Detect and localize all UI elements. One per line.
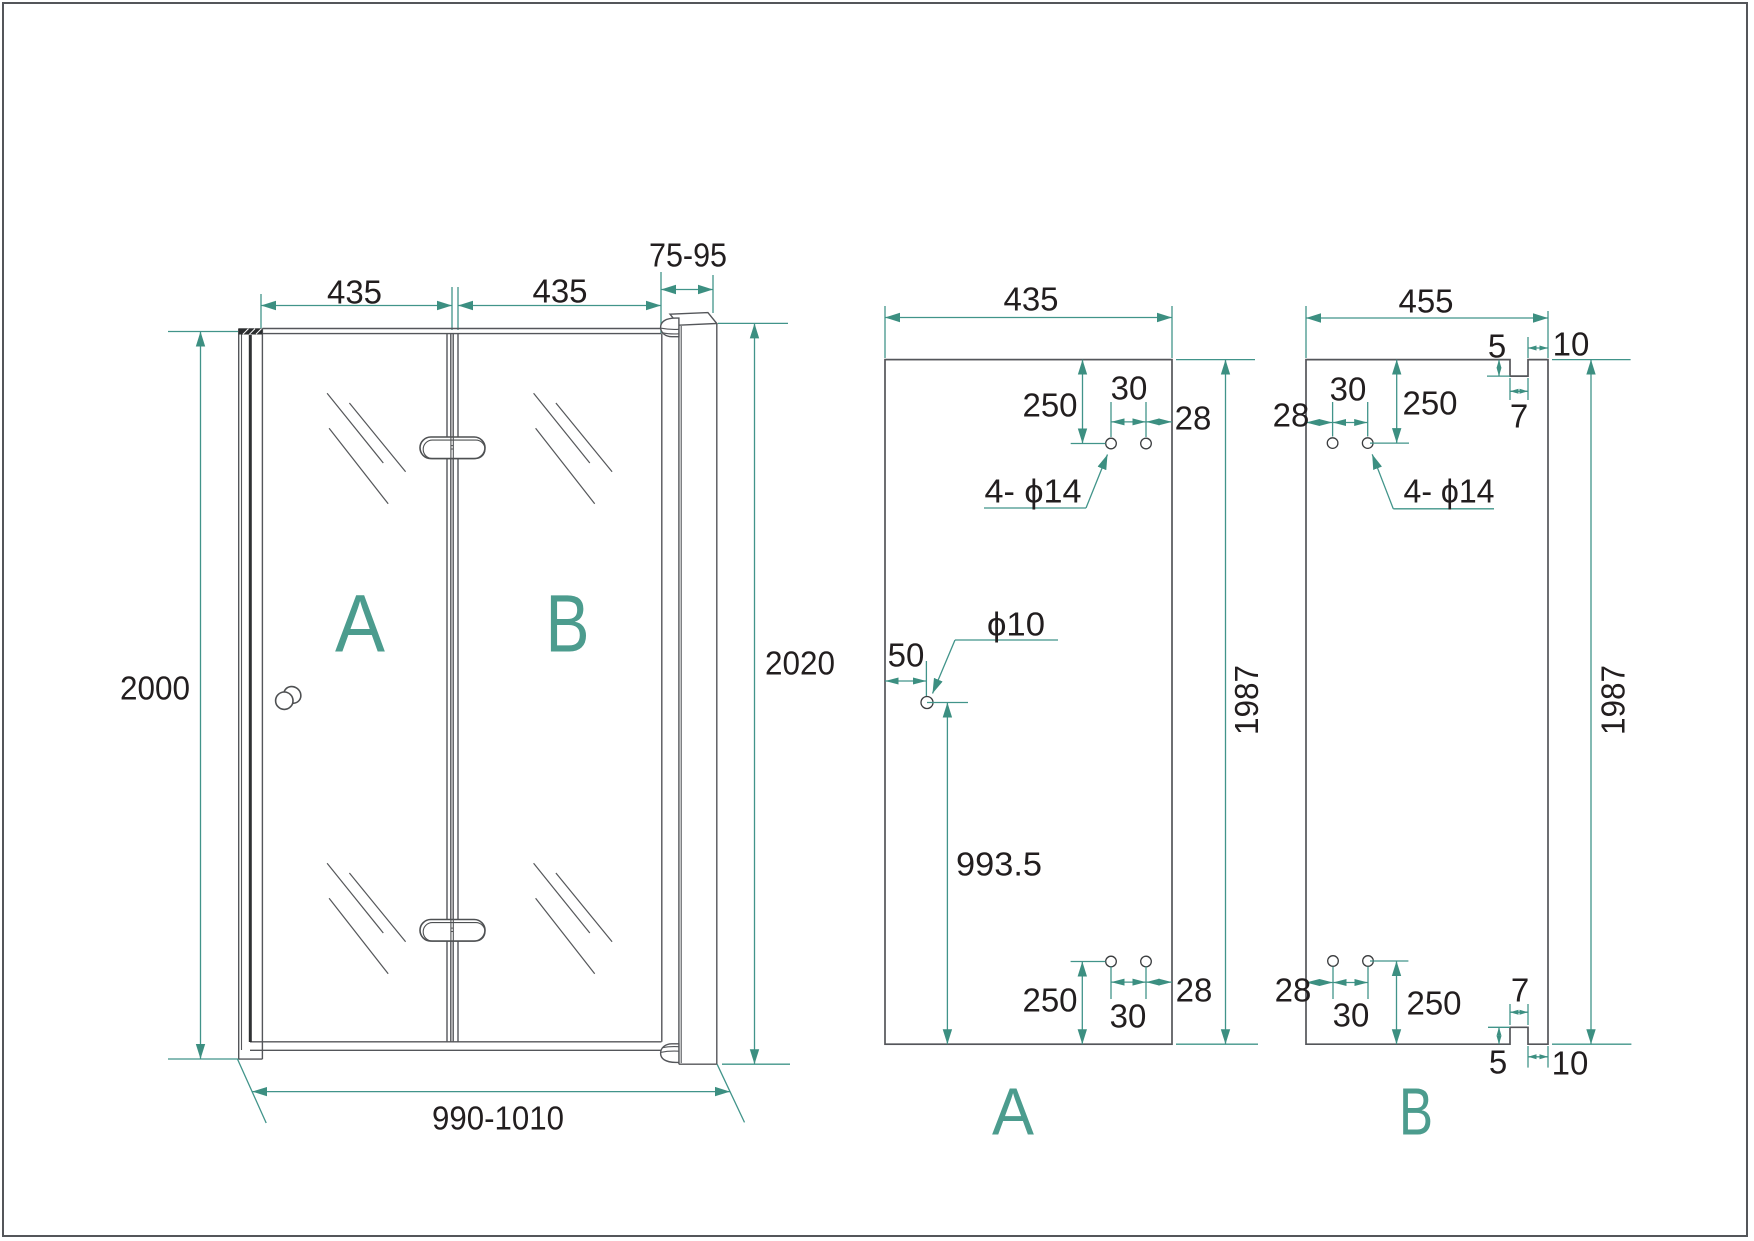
dim-text-wall-profile-range: 75-95 [649, 237, 727, 274]
front-view-panel-b-letter: B [546, 579, 590, 670]
dim-text-panel-b-width: 435 [532, 273, 587, 310]
panel-a-dim-hole-edge-bottom: 28 [1176, 972, 1213, 1009]
dim-text-height-left: 2000 [120, 670, 190, 707]
hinge-bottom [419, 918, 486, 942]
panel-b-dim-notch-depth-top: 5 [1488, 328, 1506, 365]
panel-a-dim-hole-pitch-top: 30 [1111, 370, 1148, 407]
panel-b-glass [1305, 358, 1549, 1046]
front-view-panel-a-letter: A [335, 579, 385, 670]
wall-profile-left-clamp [238, 328, 263, 1042]
panel-b-dim-notch-edge-top: 10 [1553, 326, 1590, 363]
panel-b-letter: B [1399, 1075, 1433, 1150]
panel-b-dim-hole-pitch-top: 30 [1330, 371, 1367, 408]
door-knob [274, 685, 302, 711]
panel-b-dimension-lines [1305, 306, 1632, 1068]
panel-b-note-hinge-holes: 4- ϕ14 [1404, 473, 1495, 510]
glass-reflection-marks [326, 392, 613, 975]
panel-b-dim-hole-edge-top: 28 [1273, 397, 1310, 434]
panel-b-dim-notch-width-bottom: 7 [1511, 972, 1529, 1009]
panel-a-letter: A [992, 1075, 1034, 1150]
panel-a-dim-height: 1987 [1228, 665, 1265, 735]
panel-b-dim-hole-top: 250 [1402, 385, 1457, 422]
panel-a-dim-knob-height: 993.5 [956, 846, 1042, 883]
panel-a-note-hinge-holes: 4- ϕ14 [985, 473, 1082, 510]
dim-text-total-width: 990-1010 [432, 1100, 564, 1137]
panel-b-holes [1326, 437, 1374, 967]
front-view-dimension-lines [168, 272, 790, 1124]
panel-a-detail: 435 250 30 28 4- ϕ14 ϕ10 50 993.5 1987 2… [884, 281, 1265, 1150]
panel-b-dim-notch-edge-bottom: 10 [1552, 1045, 1589, 1082]
panel-b-dim-notch-depth-bottom: 5 [1489, 1044, 1507, 1081]
panel-a-note-knob-hole: ϕ10 [987, 606, 1045, 643]
panel-b-dim-width: 455 [1398, 283, 1453, 320]
dim-text-height-right: 2020 [765, 645, 835, 682]
panel-b-dim-hole-pitch-bottom: 30 [1333, 997, 1370, 1034]
panel-b-dim-notch-width-top: 7 [1510, 398, 1528, 435]
dim-text-panel-a-width: 435 [327, 274, 382, 311]
panel-b-dim-hole-bottom: 250 [1406, 985, 1461, 1022]
panel-a-dim-width: 435 [1003, 281, 1058, 318]
panel-a-dim-hole-bottom: 250 [1022, 982, 1077, 1019]
panel-b-dim-height: 1987 [1595, 665, 1632, 735]
panel-a-dim-hole-pitch-bottom: 30 [1110, 998, 1147, 1035]
panel-b-dim-hole-edge-bottom: 28 [1275, 972, 1312, 1009]
panel-a-dim-knob-edge: 50 [888, 637, 925, 674]
panel-a-dim-hole-top: 250 [1022, 387, 1077, 424]
hinge-top [419, 436, 486, 460]
panel-b-detail: 455 5 10 7 28 30 250 4- ϕ14 1987 28 30 2… [1273, 283, 1632, 1150]
panel-a-dim-hole-edge-top: 28 [1175, 400, 1212, 437]
panel-a-holes [920, 437, 1152, 968]
panel-a-dimension-lines [884, 306, 1258, 1045]
door-structure [237, 311, 719, 1065]
front-view: 435 435 75-95 2000 2020 990-1010 A B [120, 237, 835, 1137]
